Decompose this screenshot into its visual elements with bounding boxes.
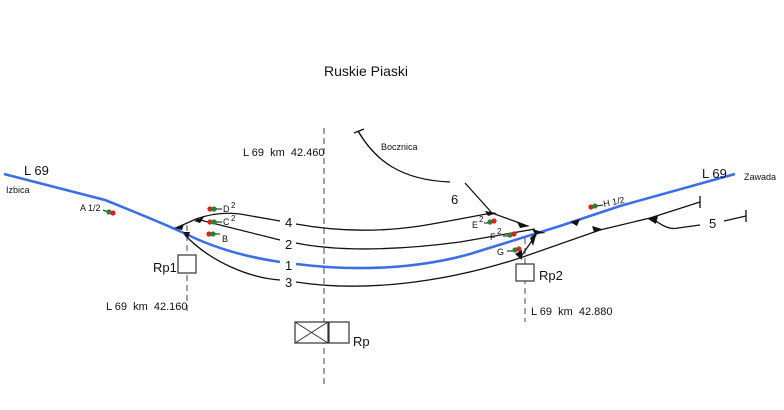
track-3-east[interactable] xyxy=(295,257,521,287)
svg-text:2: 2 xyxy=(231,201,236,210)
signal-lamp-green xyxy=(106,209,112,215)
signal-lamp-red xyxy=(207,219,213,225)
signal-h[interactable]: H 1/2 xyxy=(588,195,625,210)
svg-text:H 1/2: H 1/2 xyxy=(602,195,625,209)
post-rp1-box[interactable] xyxy=(177,254,197,274)
track-label-6: 6 xyxy=(451,192,458,207)
siding-track[interactable] xyxy=(357,130,451,183)
track-label-3: 3 xyxy=(285,275,292,290)
main-line-west[interactable] xyxy=(3,172,281,264)
signal-lamp-green xyxy=(512,247,518,253)
track-3-west[interactable] xyxy=(183,233,281,281)
signal-d[interactable]: D 2 xyxy=(207,201,236,214)
post-rp-label: Rp xyxy=(353,334,370,349)
post-rp-box xyxy=(328,321,350,344)
signal-lamp-red xyxy=(588,204,594,210)
track-label-1: 1 xyxy=(285,258,292,273)
switch-frog[interactable] xyxy=(592,226,602,232)
station-title: Ruskie Piaski xyxy=(324,63,408,79)
svg-text:B: B xyxy=(222,234,228,244)
svg-text:2: 2 xyxy=(497,227,502,236)
switch-frog[interactable] xyxy=(174,224,184,230)
km-label-west: L 69 km 42.160 xyxy=(106,301,188,313)
switch-frog[interactable] xyxy=(183,232,190,238)
km-label-east: L 69 km 42.880 xyxy=(531,306,613,318)
siding-buffer xyxy=(353,128,365,134)
post-rp2-label: Rp2 xyxy=(539,268,563,283)
track-5-west[interactable] xyxy=(651,217,701,230)
signal-f[interactable]: F 2 xyxy=(490,227,517,242)
direction-west: Izbica xyxy=(6,185,30,195)
signal-lamp-red xyxy=(110,210,116,216)
track-6-east[interactable] xyxy=(464,182,493,214)
signal-g[interactable]: G xyxy=(497,246,522,257)
switch-frog[interactable] xyxy=(517,222,530,228)
svg-text:G: G xyxy=(497,247,504,257)
switch-frog[interactable] xyxy=(648,216,658,224)
switch-frog[interactable] xyxy=(485,211,497,216)
svg-text:2: 2 xyxy=(479,215,484,224)
svg-text:F: F xyxy=(490,232,496,242)
main-line-east[interactable] xyxy=(295,172,736,270)
siding-label: Bocznica xyxy=(381,142,418,152)
svg-text:C: C xyxy=(223,217,230,227)
signal-c[interactable]: C 2 xyxy=(207,214,236,227)
signal-lamp-green xyxy=(211,219,217,225)
track-5-east[interactable] xyxy=(723,215,747,222)
post-rp2-box[interactable] xyxy=(515,263,535,282)
signal-lamp-red xyxy=(511,231,517,237)
signal-lamp-red xyxy=(206,231,212,237)
svg-text:D: D xyxy=(223,204,230,214)
switch-frog[interactable] xyxy=(194,217,204,223)
signal-lamp-green xyxy=(210,231,216,237)
switch-frog[interactable] xyxy=(515,250,522,260)
switch-frog[interactable] xyxy=(532,229,546,234)
signal-lamp-green xyxy=(507,232,513,238)
svg-text:A 1/2: A 1/2 xyxy=(80,203,101,213)
track-label-5: 5 xyxy=(709,216,716,231)
signal-a[interactable]: A 1/2 xyxy=(80,203,116,216)
direction-east: Zawada xyxy=(744,172,776,182)
svg-text:2: 2 xyxy=(231,214,236,223)
km-label-center: L 69 km 42.460 xyxy=(243,147,325,159)
track-4-east[interactable] xyxy=(295,212,526,231)
signal-lamp-red xyxy=(207,206,213,212)
track-2-east[interactable] xyxy=(295,228,536,250)
line-label-west: L 69 xyxy=(24,163,49,178)
track-label-4: 4 xyxy=(285,215,292,230)
signal-lamp-red xyxy=(491,218,497,224)
track-4-west[interactable] xyxy=(195,212,281,222)
svg-text:E: E xyxy=(472,220,478,230)
signal-lamp-red xyxy=(516,246,522,252)
signal-b[interactable]: B xyxy=(206,231,228,244)
signal-lamp-green xyxy=(211,206,217,212)
line-label-east: L 69 xyxy=(702,166,727,181)
track-3-continuation[interactable] xyxy=(519,201,701,259)
signal-e[interactable]: E 2 xyxy=(472,215,497,230)
track-label-2: 2 xyxy=(285,237,292,252)
post-rp1-label: Rp1 xyxy=(153,260,177,275)
signal-lamp-green xyxy=(487,219,493,225)
signal-lamp-green xyxy=(592,203,598,209)
switch-frog[interactable] xyxy=(570,219,580,226)
post-rp[interactable] xyxy=(294,321,350,344)
switch-frog[interactable] xyxy=(530,232,537,246)
